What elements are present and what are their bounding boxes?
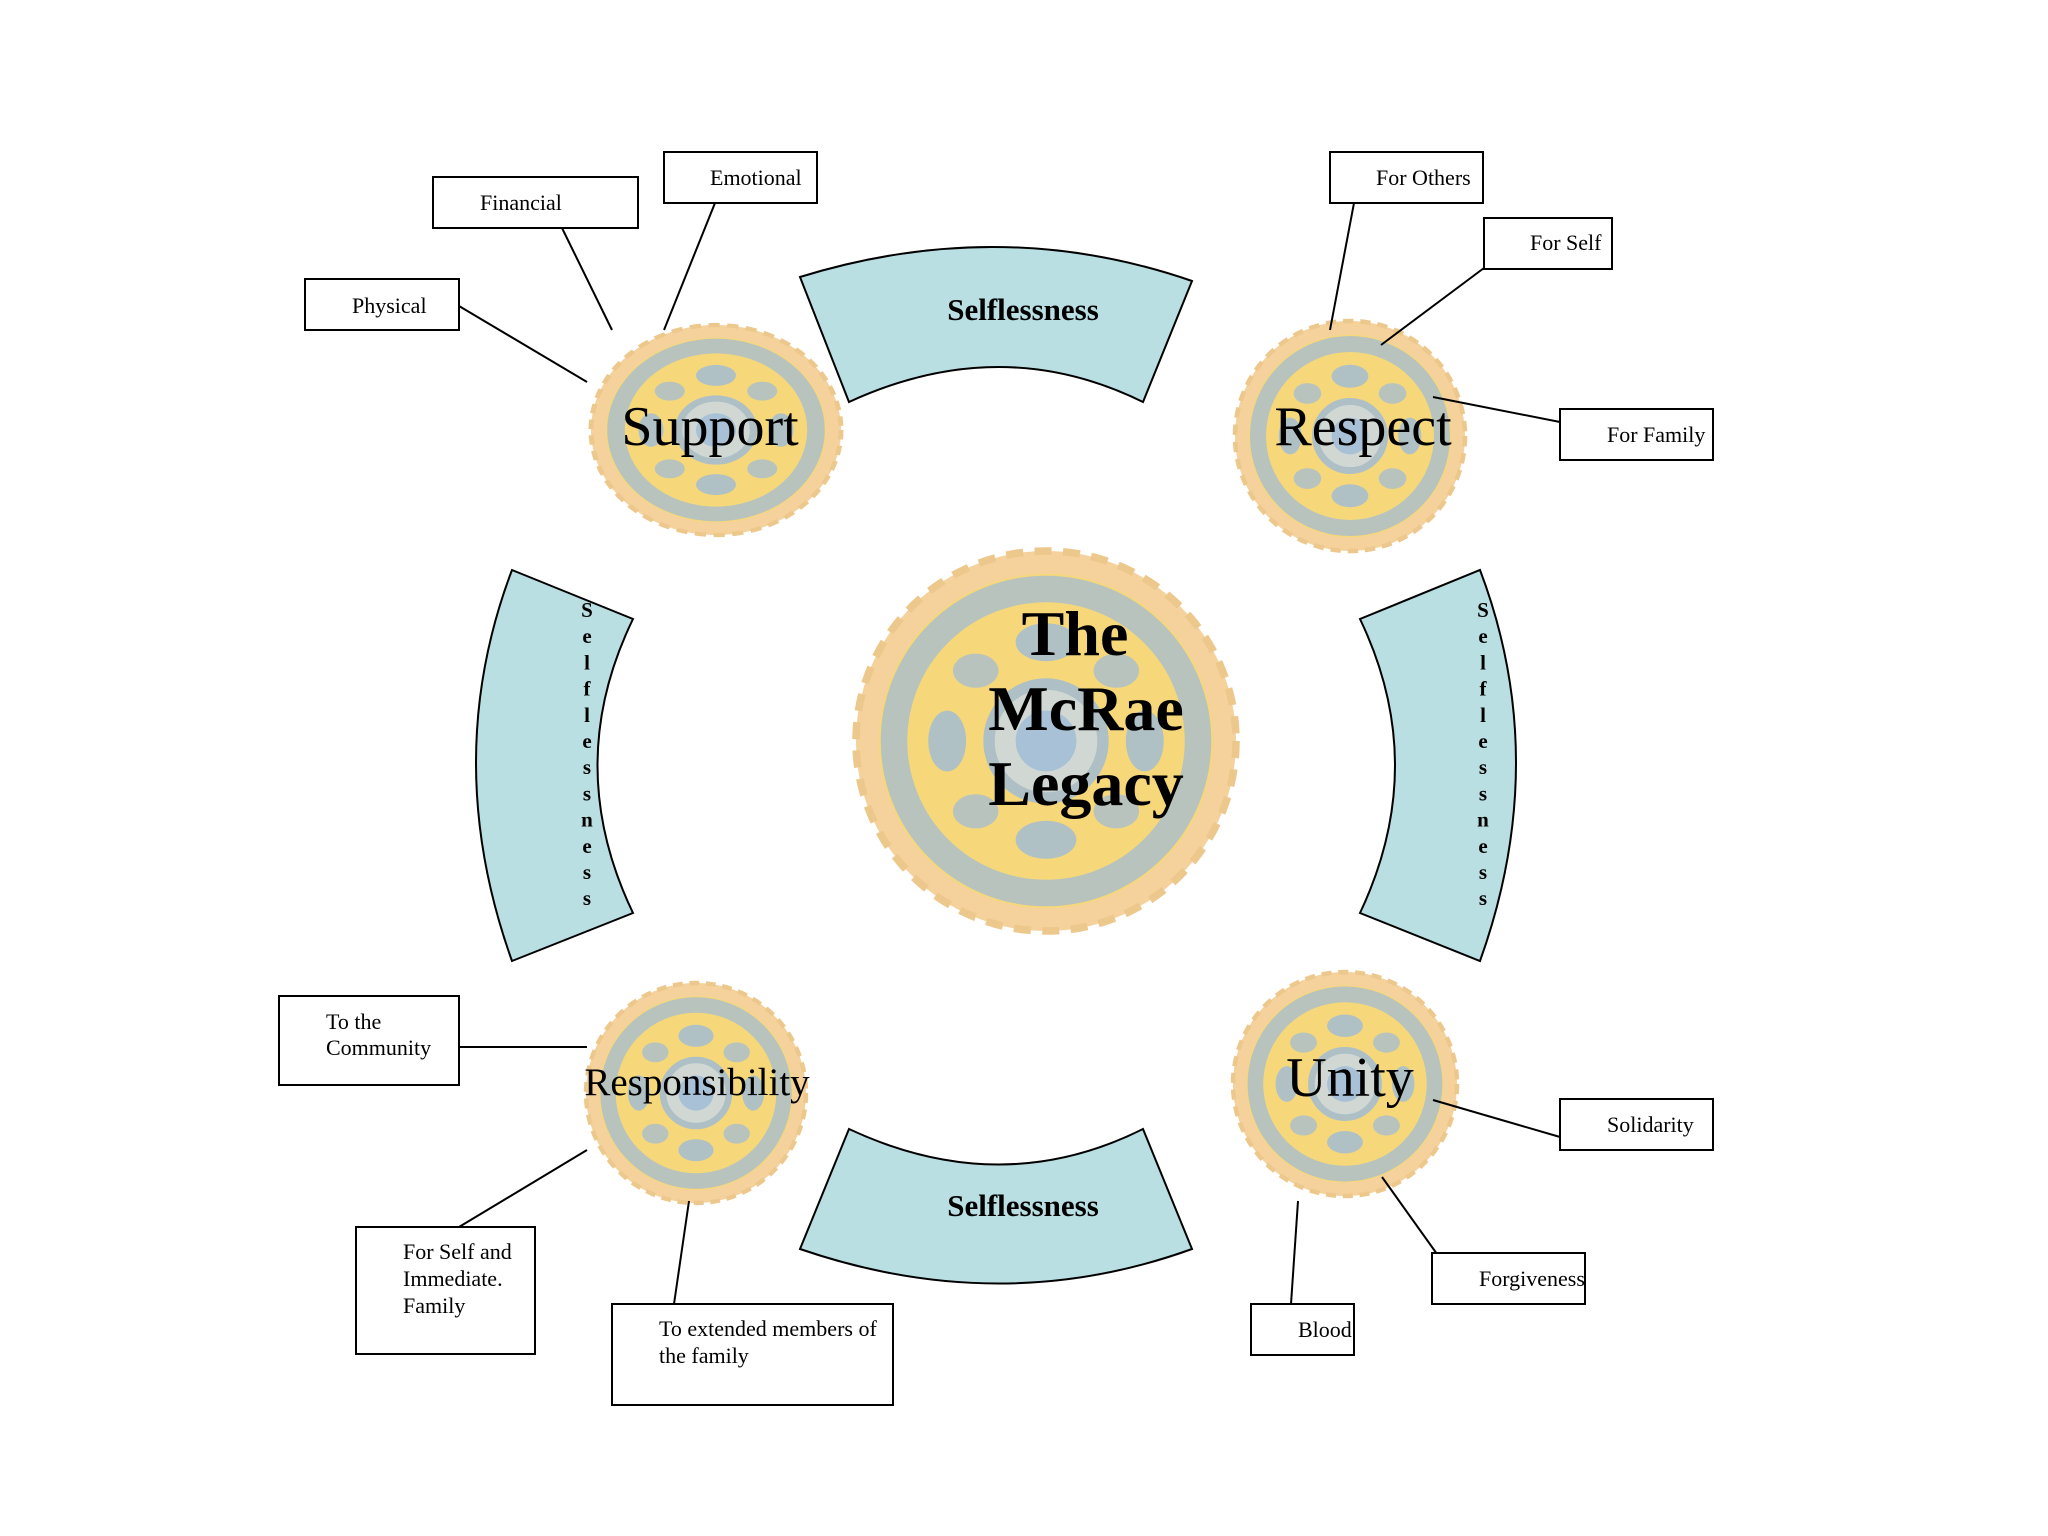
center-title-line-1: The (1022, 598, 1129, 669)
responsibility-node: Responsibility (584, 983, 810, 1203)
callouts: Physical Financial Emotional For Others … (278, 151, 1714, 1406)
callout-emotional-box (663, 151, 818, 204)
connector-extended (673, 1200, 690, 1305)
band-top: Selflessness (798, 245, 1194, 404)
band-left-shape (475, 568, 635, 963)
connector-solidarity (1432, 1099, 1561, 1138)
connector-emotional (663, 202, 716, 331)
callout-community-line-1: To the (326, 1009, 381, 1034)
callout-self-family-box (355, 1226, 536, 1355)
callout-extended-line-2: the family (659, 1343, 749, 1368)
callout-forgiveness-box (1431, 1252, 1586, 1305)
callout-financial-box (432, 176, 639, 229)
callout-self-family-line-1: For Self and (403, 1239, 512, 1264)
callout-physical: Physical (304, 278, 460, 331)
callout-for-family: For Family (1559, 408, 1714, 461)
callout-for-others: For Others (1329, 151, 1484, 204)
respect-node: Respect (1235, 321, 1465, 551)
band-bottom-label: Selflessness (947, 1188, 1099, 1223)
callout-extended: To extended members of the family (611, 1303, 894, 1406)
callout-emotional-text: Emotional (710, 165, 802, 190)
center-title-line-2: McRae (988, 673, 1183, 744)
band-bottom: Selflessness (798, 1127, 1194, 1285)
callout-solidarity: Solidarity (1559, 1098, 1714, 1151)
callout-for-family-text: For Family (1607, 422, 1705, 447)
callout-blood: Blood (1250, 1303, 1355, 1356)
callout-for-self-text: For Self (1530, 230, 1602, 255)
connector-forgiveness (1381, 1176, 1438, 1255)
callout-forgiveness: Forgiveness (1431, 1252, 1586, 1305)
callout-for-self: For Self (1483, 217, 1613, 270)
center-title-line-3: Legacy (988, 748, 1184, 819)
callout-emotional: Emotional (663, 151, 818, 204)
connector-for-family (1432, 396, 1561, 423)
connector-blood (1290, 1200, 1299, 1305)
callout-blood-text: Blood (1298, 1317, 1352, 1342)
callout-for-self-box (1483, 217, 1613, 270)
callout-financial: Financial (432, 176, 639, 229)
callout-extended-line-1: To extended members of (659, 1316, 877, 1341)
connector-physical (458, 305, 588, 383)
callout-for-others-box (1329, 151, 1484, 204)
callout-for-others-text: For Others (1376, 165, 1471, 190)
connector-for-others (1329, 202, 1355, 331)
support-node: Support (591, 325, 841, 535)
callout-solidarity-box (1559, 1098, 1714, 1151)
band-bottom-shape (798, 1127, 1194, 1285)
unity-label: Unity (1286, 1047, 1414, 1109)
callout-community-box (278, 995, 460, 1086)
callout-for-family-box (1559, 408, 1714, 461)
callout-forgiveness-text: Forgiveness (1479, 1266, 1585, 1291)
callout-self-family-line-2: Immediate. (403, 1266, 503, 1291)
callout-financial-text: Financial (480, 190, 562, 215)
callout-community-line-2: Community (326, 1035, 431, 1060)
callout-solidarity-text: Solidarity (1607, 1112, 1694, 1137)
callout-blood-box (1250, 1303, 1355, 1356)
callout-community: To the Community (278, 995, 460, 1086)
callout-physical-box (304, 278, 460, 331)
unity-node: Unity (1233, 972, 1457, 1196)
center-gear: The McRae Legacy (856, 551, 1236, 931)
respect-label: Respect (1274, 396, 1452, 458)
responsibility-label: Responsibility (584, 1061, 810, 1104)
band-right-shape (1358, 568, 1517, 963)
connector-financial (561, 227, 613, 331)
connector-self-family (458, 1149, 588, 1228)
band-top-label: Selflessness (947, 292, 1099, 327)
callout-physical-text: Physical (352, 293, 427, 318)
connector-for-self (1380, 267, 1485, 346)
callout-self-family-line-3: Family (403, 1293, 465, 1318)
callout-self-family: For Self and Immediate. Family (355, 1226, 536, 1355)
connector-lines (458, 202, 1561, 1305)
callout-extended-box (611, 1303, 894, 1406)
band-top-shape (798, 245, 1194, 404)
support-label: Support (621, 396, 799, 458)
